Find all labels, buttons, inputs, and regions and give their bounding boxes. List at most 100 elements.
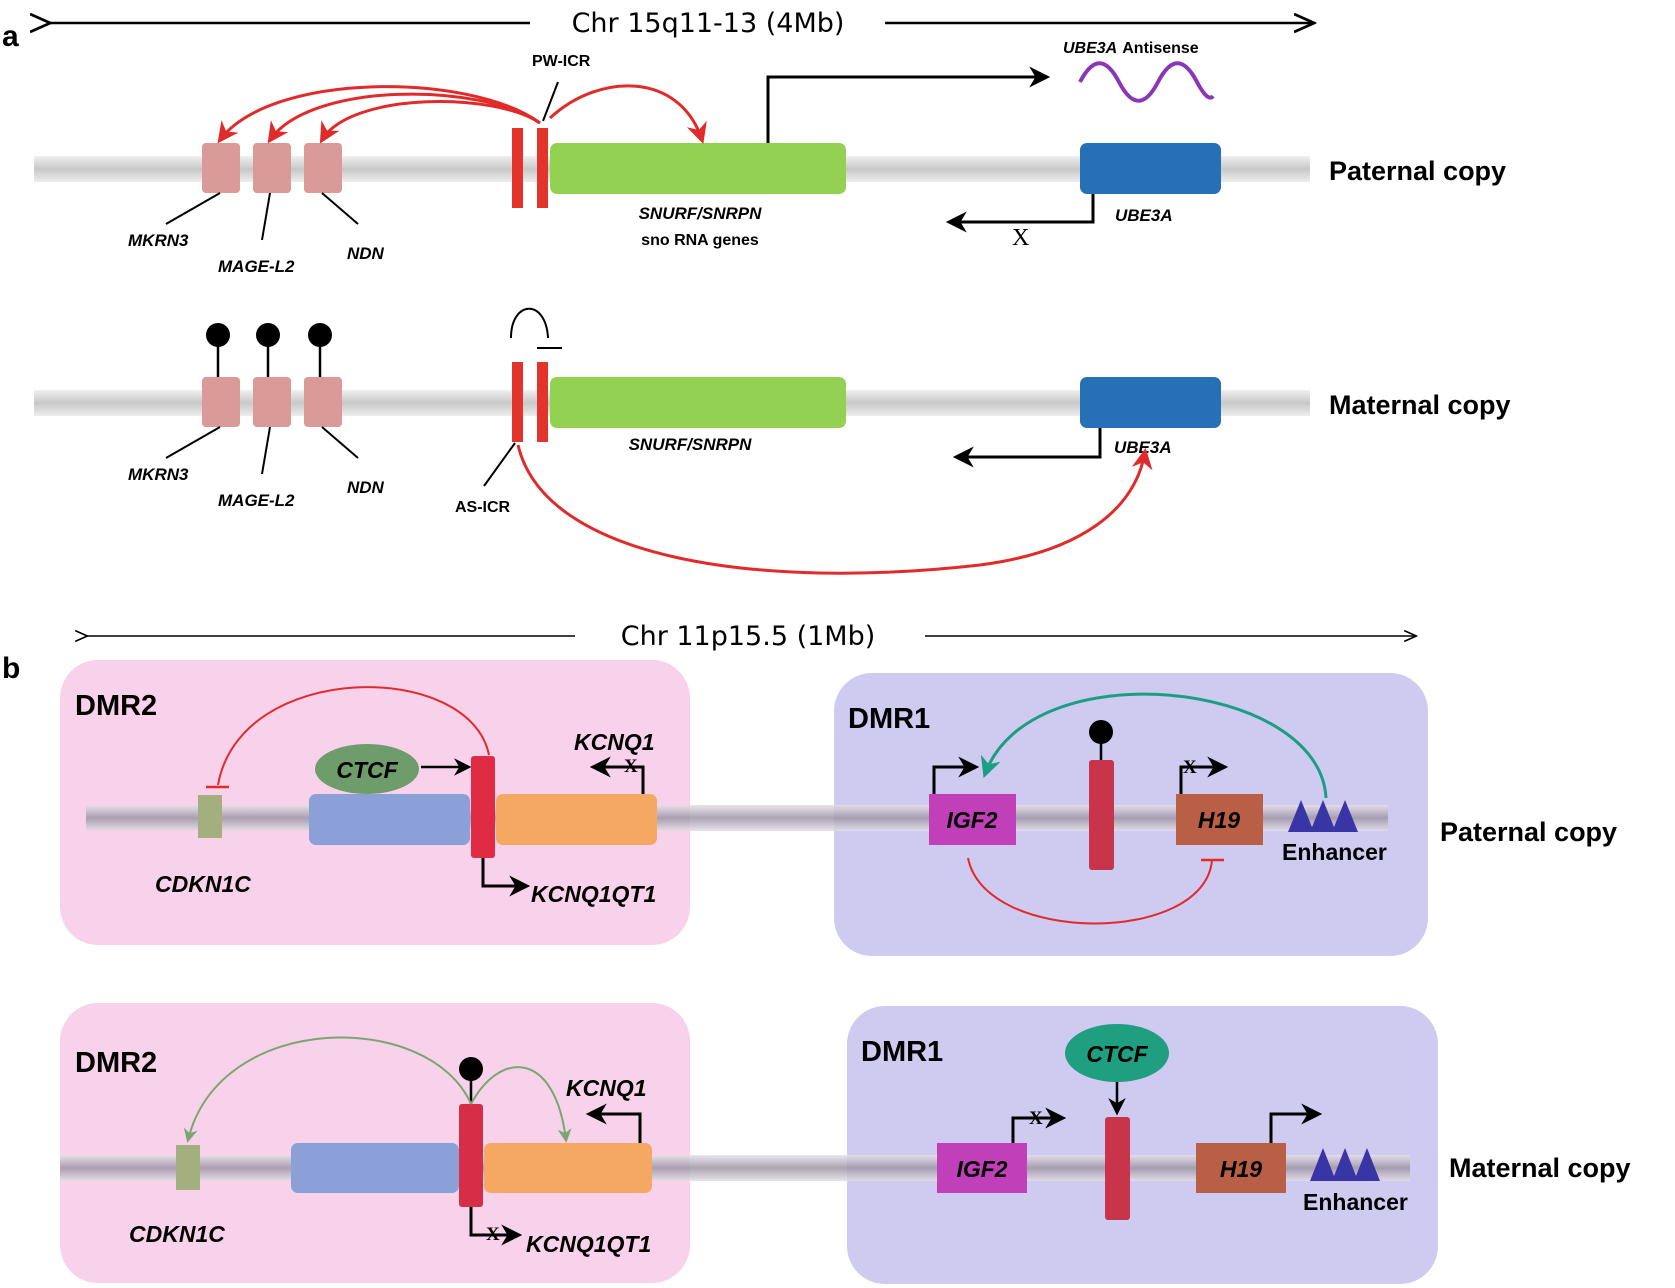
- pw-icr-bar-left: [512, 128, 523, 208]
- ube3a-antisense-wave: [1078, 61, 1215, 103]
- enhancer-to-igf2-arc: [980, 692, 1328, 799]
- dmr1-region-maternal: [847, 1006, 1438, 1284]
- ube3a-maternal-box: [1080, 377, 1221, 428]
- kcnq1-arrow-paternal: [589, 756, 645, 794]
- mkrn3-label-maternal: MKRN3: [128, 465, 189, 484]
- h19-label-maternal: H19: [1220, 1156, 1262, 1182]
- ndn-pointer-maternal: [321, 426, 359, 459]
- methyl-mark-mkrn3: [206, 323, 230, 347]
- sno-rna-label: sno RNA genes: [641, 232, 759, 249]
- magel2-label: MAGE-L2: [218, 257, 295, 276]
- kcnq1-blocked-mark-paternal: X: [624, 756, 638, 777]
- dmr2-title-paternal: DMR2: [75, 690, 157, 722]
- cdkn1c-label-maternal: CDKN1C: [129, 1221, 225, 1247]
- snurf-transcription-arrow: [766, 66, 1051, 143]
- mkrn3-box-maternal: [202, 377, 240, 427]
- h19-dmr-maternal: [1105, 1117, 1130, 1220]
- h19-label-paternal: H19: [1198, 807, 1240, 833]
- h19-blocked-mark-paternal: X: [1183, 757, 1197, 778]
- kcnq1-label-paternal: KCNQ1: [574, 729, 655, 755]
- dmr2-to-cdkn1c-arc: [183, 1036, 472, 1143]
- h19-silenced-arrow: [1179, 756, 1229, 794]
- dmr1-methyl-mark: [1089, 720, 1113, 744]
- enhancer-triangle-2: [1310, 800, 1336, 832]
- icr-to-magel2-arc: [267, 92, 541, 144]
- igf2-box-maternal: [937, 1143, 1027, 1193]
- mkrn3-label: MKRN3: [128, 231, 189, 250]
- ube3a-paternal-box: [1080, 143, 1221, 194]
- magel2-box-maternal: [253, 377, 291, 427]
- scale-a-label: Chr 15q11-13 (4Mb): [572, 8, 845, 39]
- ctcf-ellipse-paternal: [315, 744, 419, 794]
- enhancer-triangle-3: [1332, 800, 1358, 832]
- dmr2-title-maternal: DMR2: [75, 1047, 157, 1079]
- ube3a-paternal-label: UBE3A: [1115, 206, 1173, 225]
- ctcf-label-paternal: CTCF: [336, 757, 398, 783]
- kcnq1-label-maternal: KCNQ1: [566, 1075, 647, 1101]
- icr-to-mkrn3-arc: [217, 85, 541, 144]
- cdkn1c-box-maternal: [176, 1145, 200, 1190]
- h19-box-paternal: [1176, 794, 1263, 845]
- ube3a-active-arrow: [952, 428, 1102, 468]
- methyl-mark-ndn: [308, 323, 332, 347]
- snurf-snrpn-label-maternal: SNURF/SNRPN: [629, 435, 753, 454]
- kcnq1qt1-blocked-mark-maternal: X: [486, 1224, 500, 1245]
- icr-to-snurf-arc: [548, 84, 707, 144]
- as-icr-bar-right: [537, 362, 548, 442]
- methylation-lollipops-a: [206, 323, 332, 378]
- magel2-box: [253, 143, 291, 193]
- panel-a-letter: a: [2, 20, 19, 53]
- kcnq1qt1-label-paternal: KCNQ1QT1: [531, 881, 656, 907]
- paternal-copy-label-a: Paternal copy: [1329, 156, 1506, 186]
- snurf-snrpn-label: SNURF/SNRPN: [639, 204, 763, 223]
- enhancer-triangle-m3: [1354, 1148, 1380, 1181]
- enhancer-label-maternal: Enhancer: [1303, 1189, 1408, 1215]
- blue-block-maternal: [291, 1143, 459, 1193]
- as-icr-pointer: [483, 442, 516, 487]
- maternal-copy-label-a: Maternal copy: [1329, 390, 1511, 420]
- igf2-label-paternal: IGF2: [946, 807, 997, 833]
- as-icr-label: AS-ICR: [455, 499, 511, 516]
- chromosome-b-maternal: [60, 1155, 1410, 1181]
- ndn-box: [304, 143, 342, 193]
- magel2-pointer-maternal: [261, 426, 271, 475]
- enhancer-triangles-maternal: [1310, 1148, 1380, 1181]
- dmr2-to-kcnq1-arc: [470, 1066, 572, 1143]
- chromosome-b-paternal: [86, 805, 1388, 831]
- dmr1-title-maternal: DMR1: [861, 1036, 943, 1068]
- dmr2-repression-arc: [217, 686, 490, 786]
- enhancer-triangle-1: [1288, 800, 1314, 832]
- ctcf-label-maternal: CTCF: [1086, 1041, 1148, 1067]
- cdkn1c-box-paternal: [198, 795, 222, 838]
- panel-b-maternal: DMR2 CDKN1C KCNQ1 X KCNQ1QT1 DMR1 IGF2 X…: [60, 1003, 1631, 1284]
- magel2-label-maternal: MAGE-L2: [218, 491, 295, 510]
- snurf-repressed-bracket: [510, 307, 562, 349]
- kcnq1qt1-label-maternal: KCNQ1QT1: [526, 1231, 651, 1257]
- magel2-pointer: [261, 192, 271, 241]
- kcnq1qt1-silenced-arrow: [469, 1207, 523, 1246]
- enhancer-triangle-m1: [1310, 1148, 1336, 1181]
- ube3a-blocked-mark: X: [1012, 225, 1029, 251]
- mkrn3-pointer: [165, 192, 221, 225]
- as-icr-to-ube3a-arc: [516, 444, 1153, 575]
- icr-to-ndn-arc: [319, 100, 541, 144]
- ndn-label: NDN: [347, 244, 385, 263]
- pw-icr-bar-right: [537, 128, 548, 208]
- maternal-copy-label-b: Maternal copy: [1449, 1153, 1631, 1183]
- igf2-silenced-arrow: [1011, 1107, 1067, 1143]
- igf2-label-maternal: IGF2: [956, 1156, 1007, 1182]
- snurf-snrpn-box: [550, 143, 846, 194]
- panel-b-paternal: DMR2 CDKN1C CTCF X KCNQ1 KCNQ1QT1 DMR1 I…: [60, 660, 1617, 956]
- scale-b-label: Chr 11p15.5 (1Mb): [621, 621, 876, 652]
- panel-a-scale-bar: Chr 15q11-13 (4Mb): [48, 8, 1312, 39]
- panel-b-scale-bar: Chr 11p15.5 (1Mb): [86, 621, 1415, 652]
- h19-active-arrow: [1269, 1103, 1323, 1143]
- methyl-mark-magel2: [256, 323, 280, 347]
- igf2-box-paternal: [929, 794, 1016, 845]
- mkrn3-pointer-maternal: [165, 426, 221, 459]
- panel-b-letter: b: [2, 652, 20, 685]
- antisense-gene-name: UBE3A: [1063, 40, 1117, 57]
